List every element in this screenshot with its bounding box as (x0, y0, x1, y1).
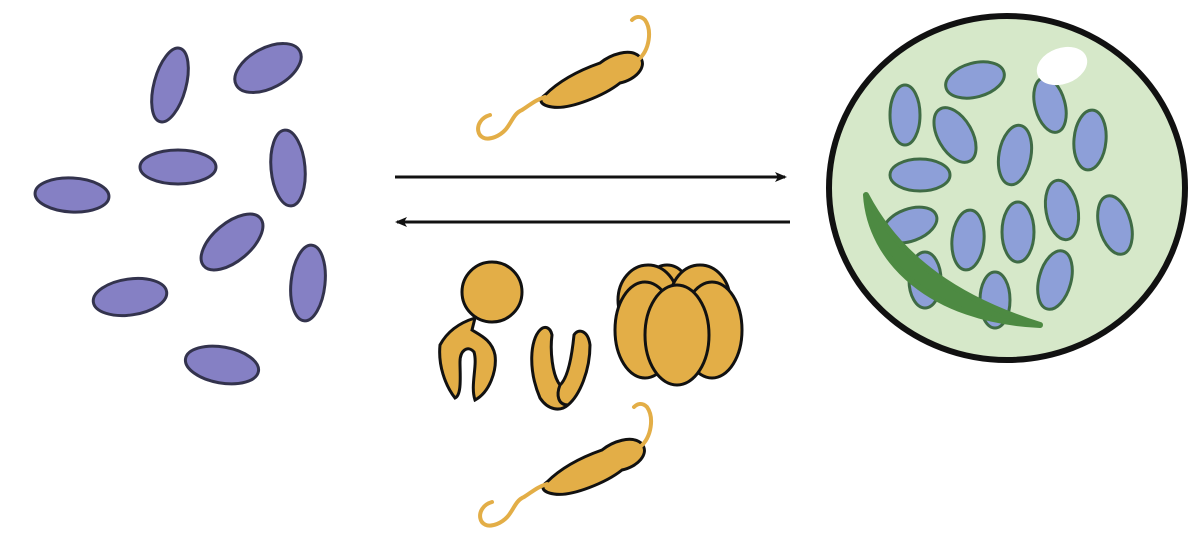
biofilm-cell (944, 60, 1006, 100)
free-cell (91, 276, 169, 318)
biofilm-cell (888, 83, 922, 147)
phage-top (476, 14, 652, 141)
biofilm-cell (1000, 200, 1036, 264)
biofilm-cell (1043, 178, 1081, 242)
matrix-crescent (863, 192, 1043, 328)
free-cell (150, 46, 190, 124)
capsid-bundle (613, 263, 744, 387)
biofilm-sphere (826, 13, 1188, 363)
biofilm-cell (1096, 194, 1134, 256)
phage-head-part (460, 260, 524, 324)
biofilm-cell (932, 106, 978, 164)
free-cells (33, 42, 327, 386)
free-cell (183, 344, 261, 386)
biofilm-cell (996, 123, 1034, 187)
phage-baseplate-fold (556, 384, 569, 407)
free-cell (199, 212, 265, 272)
free-cell (33, 176, 111, 214)
phage-tail-part (438, 315, 497, 403)
highlight (1036, 46, 1088, 86)
biofilm-cell (1036, 249, 1074, 311)
biofilm-cell (950, 208, 986, 272)
free-cell (269, 128, 307, 208)
biofilm-cell (1072, 108, 1108, 172)
phage-bottom (478, 401, 654, 528)
biofilm-cell (888, 157, 952, 193)
phage-parts (438, 260, 744, 411)
free-cell (138, 148, 218, 186)
phage-baseplate-part (530, 325, 592, 411)
free-cell (233, 42, 303, 94)
free-cell (289, 243, 327, 323)
